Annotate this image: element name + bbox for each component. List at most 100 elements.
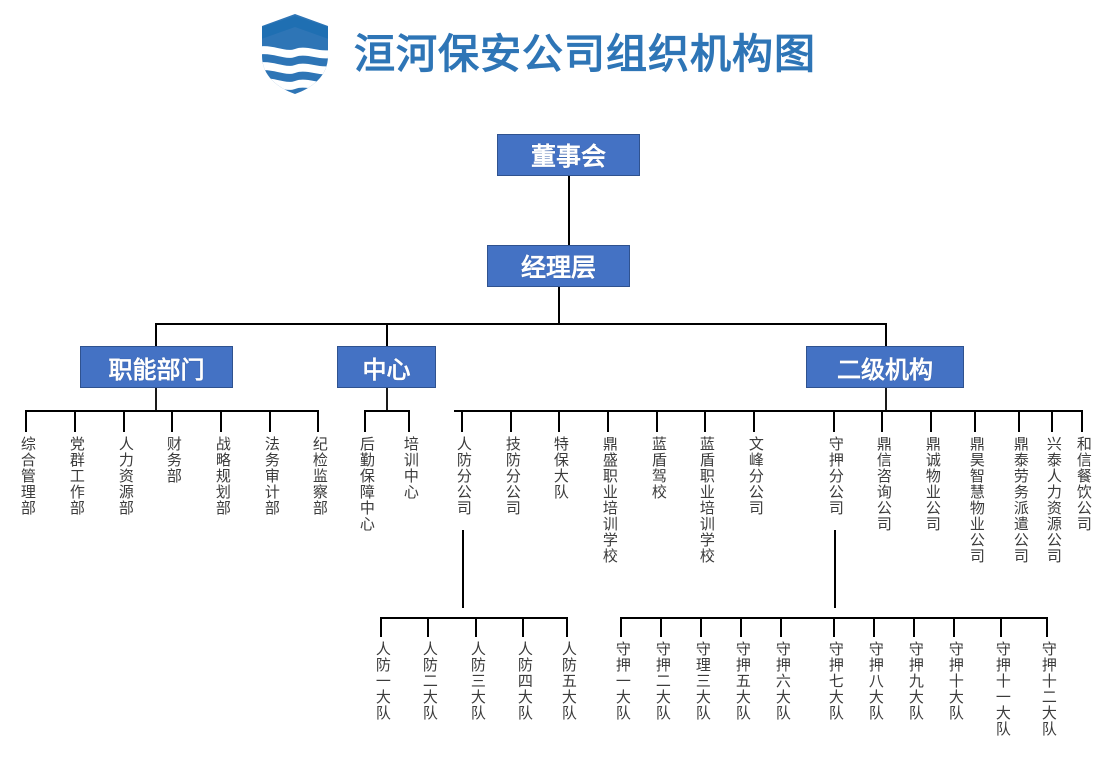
- secondary-institution-connector: [1081, 410, 1083, 432]
- renfang-team-connector: [522, 617, 524, 637]
- shouya-team[interactable]: 守押八大队: [866, 641, 883, 721]
- renfang-team[interactable]: 人防二大队: [420, 641, 437, 721]
- shouya-team-connector: [953, 617, 955, 637]
- secondary-institution-connector: [656, 410, 658, 432]
- center-unit-connector: [364, 410, 366, 432]
- center-unit[interactable]: 后勤保障中心: [357, 436, 374, 532]
- shouya-team[interactable]: 守押七大队: [826, 641, 843, 721]
- chart-header: 洹河保安公司组织机构图: [258, 8, 816, 100]
- node-functional-departments[interactable]: 职能部门: [80, 346, 233, 388]
- secondary-institution[interactable]: 鼎昊智慧物业公司: [967, 436, 984, 564]
- secondary-institution-connector: [1051, 410, 1053, 432]
- shouya-team-connector: [700, 617, 702, 637]
- functional-department-connector: [123, 410, 125, 432]
- connector-center-drop: [386, 388, 388, 411]
- bus-center-children: [364, 410, 410, 412]
- secondary-institution-connector: [510, 410, 512, 432]
- secondary-institution-connector: [881, 410, 883, 432]
- connector-bus-to-functional: [155, 323, 157, 347]
- functional-department[interactable]: 法务审计部: [262, 436, 279, 516]
- functional-department-connector: [220, 410, 222, 432]
- renfang-team-connector: [427, 617, 429, 637]
- node-board[interactable]: 董事会: [497, 134, 640, 176]
- secondary-institution-connector: [1018, 410, 1020, 432]
- secondary-institution-connector: [607, 410, 609, 432]
- center-unit-connector: [408, 410, 410, 432]
- functional-department[interactable]: 纪检监察部: [310, 436, 327, 516]
- secondary-institution-connector: [930, 410, 932, 432]
- functional-department[interactable]: 财务部: [164, 436, 181, 484]
- node-management[interactable]: 经理层: [487, 245, 630, 287]
- shouya-team-connector: [833, 617, 835, 637]
- bus-secondary-children: [454, 410, 1083, 412]
- secondary-institution[interactable]: 蓝盾驾校: [649, 436, 666, 500]
- connector-bus-to-secondary: [885, 323, 887, 347]
- shouya-team-connector: [620, 617, 622, 637]
- functional-department-connector: [269, 410, 271, 432]
- node-secondary-institutions[interactable]: 二级机构: [806, 346, 964, 388]
- connector-level3-bus: [155, 323, 886, 325]
- shouya-team[interactable]: 守押六大队: [773, 641, 790, 721]
- secondary-institution[interactable]: 人防分公司: [454, 436, 471, 516]
- secondary-institution[interactable]: 蓝盾职业培训学校: [697, 436, 714, 564]
- secondary-institution-connector: [974, 410, 976, 432]
- secondary-institution[interactable]: 守押分公司: [826, 436, 843, 516]
- shouya-team-connector: [1000, 617, 1002, 637]
- functional-department-connector: [171, 410, 173, 432]
- shouya-team[interactable]: 守理三大队: [693, 641, 710, 721]
- shouya-team[interactable]: 守押九大队: [906, 641, 923, 721]
- secondary-institution[interactable]: 技防分公司: [503, 436, 520, 516]
- secondary-institution-connector: [753, 410, 755, 432]
- functional-department-connector: [25, 410, 27, 432]
- secondary-institution[interactable]: 鼎盛职业培训学校: [600, 436, 617, 564]
- secondary-institution[interactable]: 特保大队: [551, 436, 568, 500]
- shield-logo-icon: [258, 12, 332, 96]
- shouya-team[interactable]: 守押一大队: [613, 641, 630, 721]
- secondary-institution-connector: [461, 410, 463, 432]
- shouya-team[interactable]: 守押十一大队: [993, 641, 1010, 737]
- page-title: 洹河保安公司组织机构图: [354, 30, 816, 77]
- renfang-team[interactable]: 人防五大队: [559, 641, 576, 721]
- secondary-institution[interactable]: 鼎泰劳务派遣公司: [1011, 436, 1028, 564]
- shouya-team[interactable]: 守押五大队: [733, 641, 750, 721]
- bus-renfang-children: [380, 617, 568, 619]
- renfang-team[interactable]: 人防四大队: [515, 641, 532, 721]
- center-unit[interactable]: 培训中心: [401, 436, 418, 500]
- secondary-institution[interactable]: 兴泰人力资源公司: [1044, 436, 1061, 564]
- secondary-institution-connector: [833, 410, 835, 432]
- connector-board-to-management: [568, 176, 570, 246]
- shouya-team-connector: [873, 617, 875, 637]
- functional-department-connector: [74, 410, 76, 432]
- renfang-team[interactable]: 人防三大队: [468, 641, 485, 721]
- secondary-institution[interactable]: 鼎信咨询公司: [874, 436, 891, 532]
- secondary-institution-connector: [704, 410, 706, 432]
- functional-department[interactable]: 综合管理部: [18, 436, 35, 516]
- renfang-team-connector: [380, 617, 382, 637]
- shouya-team-connector: [780, 617, 782, 637]
- renfang-team-connector: [566, 617, 568, 637]
- node-center[interactable]: 中心: [337, 346, 436, 388]
- functional-department[interactable]: 党群工作部: [67, 436, 84, 516]
- renfang-team-connector: [475, 617, 477, 637]
- secondary-institution[interactable]: 鼎诚物业公司: [923, 436, 940, 532]
- functional-department-connector: [317, 410, 319, 432]
- shouya-team-connector: [740, 617, 742, 637]
- shouya-team[interactable]: 守押十二大队: [1039, 641, 1056, 737]
- renfang-team[interactable]: 人防一大队: [373, 641, 390, 721]
- connector-management-drop: [558, 287, 560, 324]
- connector-secondary-drop: [885, 388, 887, 411]
- functional-department[interactable]: 人力资源部: [116, 436, 133, 516]
- shouya-team[interactable]: 守押十大队: [946, 641, 963, 721]
- secondary-institution-connector: [558, 410, 560, 432]
- secondary-institution[interactable]: 文峰分公司: [746, 436, 763, 516]
- shouya-team-connector: [913, 617, 915, 637]
- functional-department[interactable]: 战略规划部: [213, 436, 230, 516]
- secondary-institution[interactable]: 和信餐饮公司: [1074, 436, 1091, 532]
- connector-functional-drop: [155, 388, 157, 411]
- shouya-team[interactable]: 守押二大队: [653, 641, 670, 721]
- connector-bus-to-center: [386, 323, 388, 347]
- connector-shouya-drop: [834, 530, 836, 608]
- connector-renfang-drop: [462, 530, 464, 608]
- shouya-team-connector: [1046, 617, 1048, 637]
